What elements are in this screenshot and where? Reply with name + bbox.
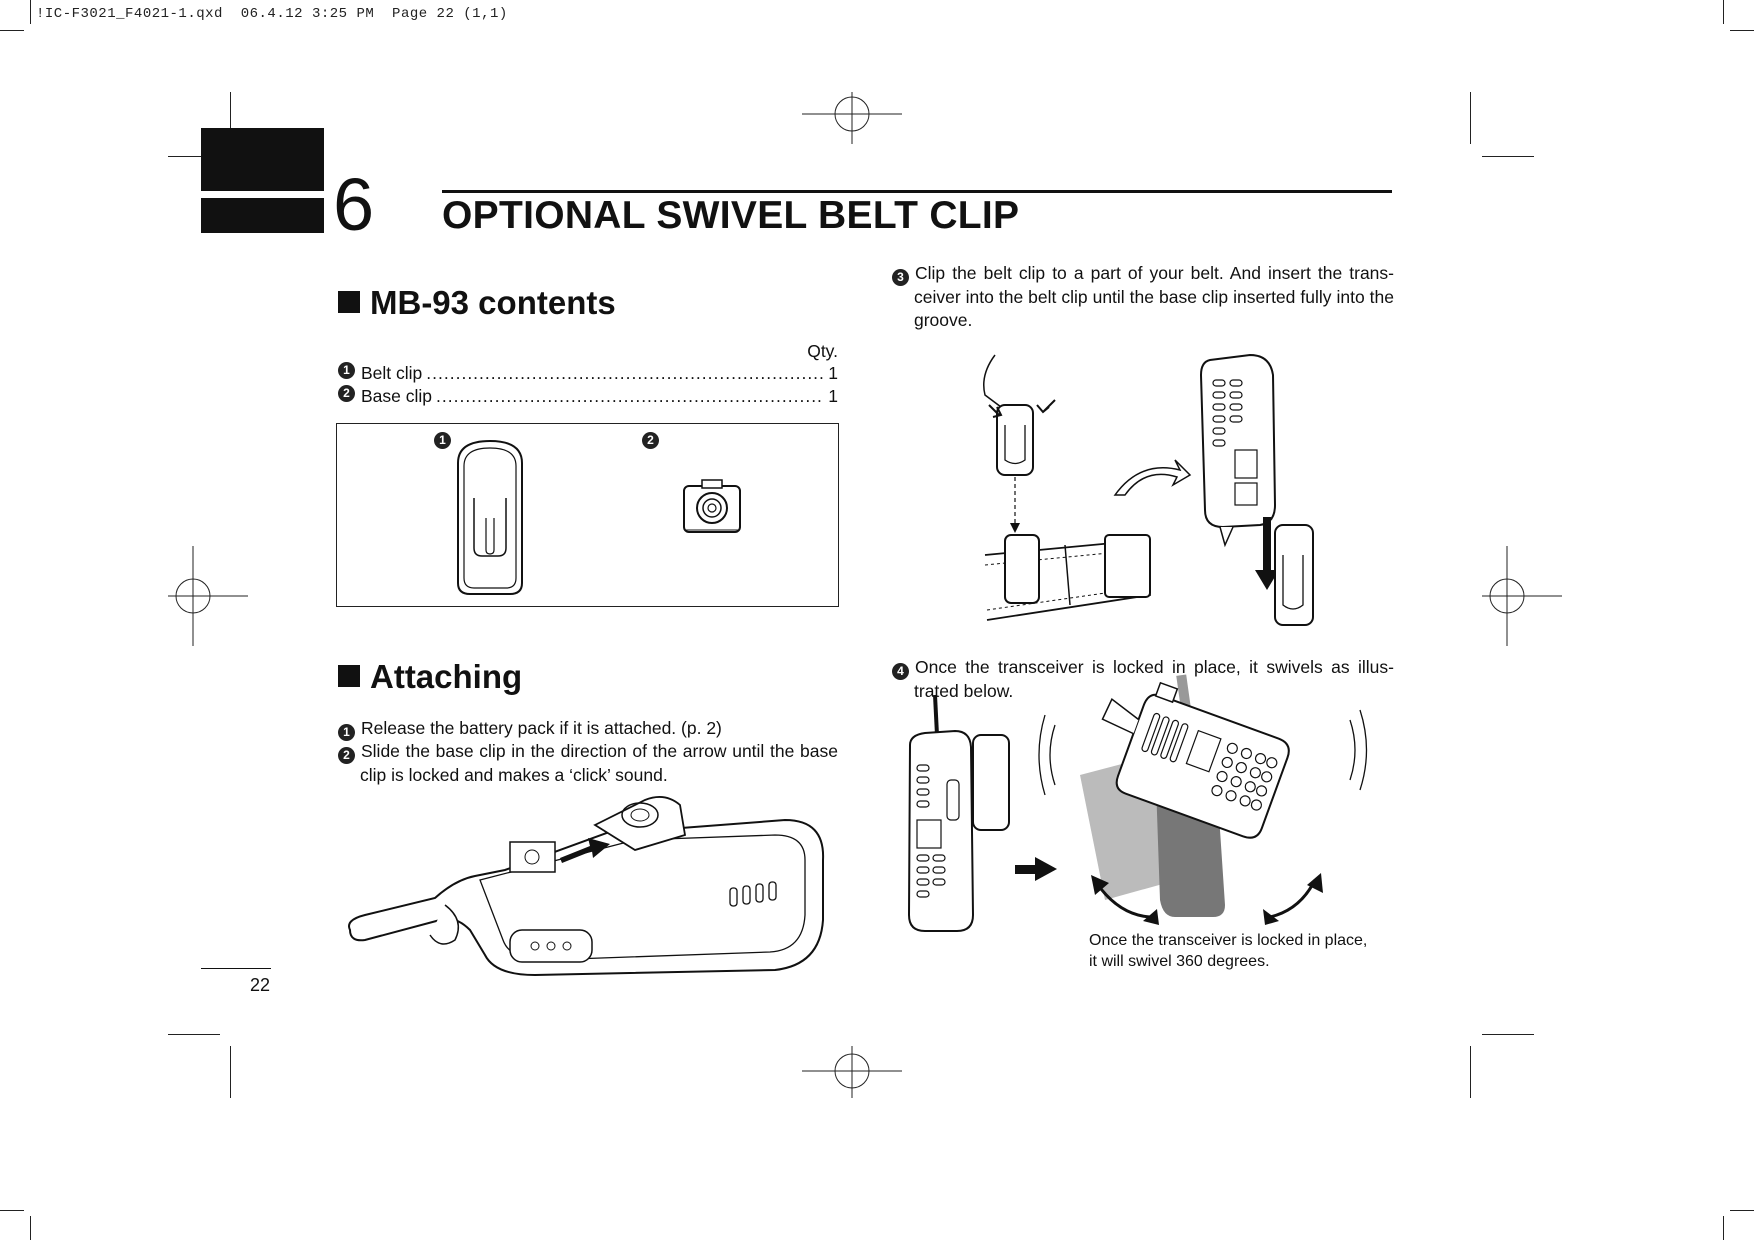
registration-target-right (1482, 546, 1562, 646)
figure-marker-belt-clip: 1 (434, 432, 451, 449)
leader-dots (426, 362, 824, 385)
registration-target-left (168, 546, 248, 646)
figure-marker-base-clip: 2 (642, 432, 659, 449)
list-item: 1 Belt clip 1 (338, 362, 838, 385)
registration-target-bottom (802, 1046, 902, 1098)
swivel-caption-line-2: it will swivel 360 degrees. (1089, 953, 1270, 970)
contents-figure-panel (336, 423, 839, 607)
belt-attach-illustration (983, 353, 1314, 626)
page-number: 22 (250, 975, 271, 995)
swivel-caption-line-1: Once the transceiver is locked in place, (1089, 932, 1368, 949)
heading-square-icon (338, 665, 360, 687)
item-name: Belt clip (361, 363, 423, 383)
circled-number-icon: 4 (892, 663, 909, 680)
belt-clip-illustration (457, 439, 523, 595)
circled-number-icon: 2 (338, 747, 355, 764)
item-qty: 1 (828, 386, 838, 406)
radio-back-base-clip-illustration (348, 796, 825, 977)
circled-number-icon: 3 (892, 269, 909, 286)
registration-target-top (802, 92, 902, 144)
base-clip-illustration (683, 479, 741, 533)
item-qty: 1 (828, 363, 838, 383)
page-number-rule (201, 968, 271, 969)
print-slug: !IC-F3021_F4021-1.qxd 06.4.12 3:25 PM Pa… (36, 6, 508, 22)
title-rule (442, 190, 1392, 193)
qty-label: Qty. (807, 341, 838, 361)
leader-dots (436, 385, 824, 408)
chapter-tab-block (201, 128, 324, 191)
swivel-illustration (907, 674, 1368, 932)
attaching-heading: Attaching (338, 658, 522, 696)
heading-square-icon (338, 291, 360, 313)
contents-heading: MB-93 contents (338, 284, 616, 322)
chapter-title: OPTIONAL SWIVEL BELT CLIP (442, 194, 1020, 237)
chapter-number: 6 (333, 163, 375, 246)
circled-number-icon: 2 (338, 385, 355, 402)
circled-number-icon: 1 (338, 724, 355, 741)
swivel-caption: Once the transceiver is locked in place,… (1089, 930, 1409, 972)
item-name: Base clip (361, 386, 433, 406)
chapter-tab-bar (201, 198, 324, 233)
circled-number-icon: 1 (338, 362, 355, 379)
contents-list: 1 Belt clip 1 2 Base clip 1 (338, 362, 838, 408)
list-item: 2 Base clip 1 (338, 385, 838, 408)
